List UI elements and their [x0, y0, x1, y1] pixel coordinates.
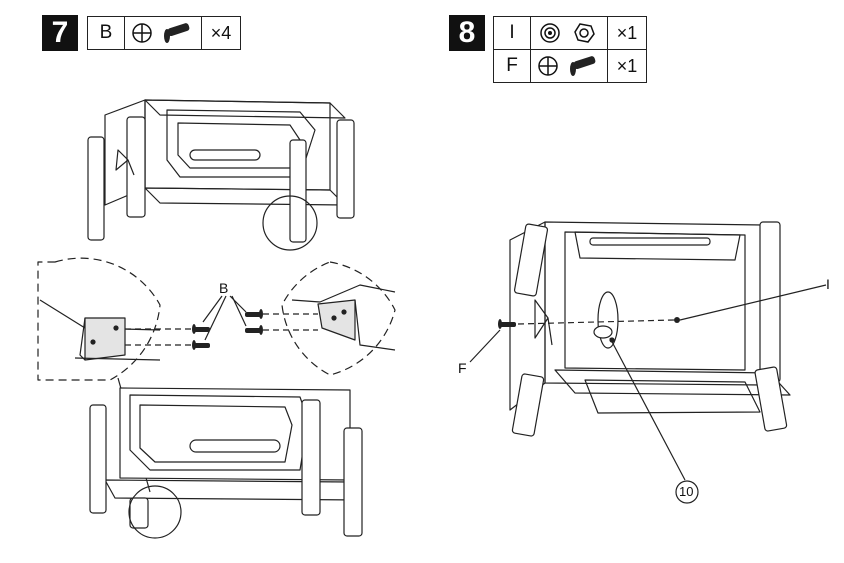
- washer-screwhead-icon: [132, 23, 152, 43]
- parts-row-f: F ×1: [493, 49, 647, 83]
- part-icons: [530, 16, 608, 50]
- bolt-icon: [164, 23, 190, 43]
- step-7-parts-table: B ×4: [87, 16, 241, 50]
- step-7-number: 7: [51, 16, 69, 49]
- bolt-guide-lines: [125, 313, 318, 346]
- step-8-parts-table: I ×1 F: [493, 16, 647, 83]
- detail-left-circle: [37, 257, 161, 381]
- step-8-badge: 8: [449, 15, 485, 51]
- step8-bolt-guide: [517, 319, 675, 325]
- part-qty: ×4: [201, 16, 241, 50]
- step8-bolt: [498, 317, 680, 329]
- washer-icon: [540, 23, 560, 43]
- parts-row-b: B ×4: [87, 16, 241, 50]
- part-10-callout-circle: [675, 480, 699, 504]
- part-qty: ×1: [607, 16, 647, 50]
- part-code: I: [493, 16, 531, 50]
- label-i-leader: [679, 284, 827, 321]
- part-icons: [124, 16, 202, 50]
- detail-right-circle: [281, 261, 396, 376]
- cart-frame-upper: [87, 99, 355, 251]
- label-part-10: 10: [679, 484, 694, 499]
- part-icons: [530, 49, 608, 83]
- bolt-icon: [570, 56, 596, 76]
- label-i: I: [826, 276, 830, 292]
- label-f: F: [458, 360, 467, 376]
- step-7-badge: 7: [42, 15, 78, 51]
- label-10-leader: [609, 337, 686, 481]
- part-qty: ×1: [607, 49, 647, 83]
- bolts-b: [192, 309, 263, 350]
- cart-frame-lower: [89, 387, 363, 539]
- part-code: B: [87, 16, 125, 50]
- step-8-number: 8: [458, 16, 476, 49]
- parts-row-i: I ×1: [493, 16, 647, 50]
- label-b-leaders: [202, 295, 247, 341]
- label-b: B: [219, 280, 229, 296]
- nut-icon: [574, 23, 595, 43]
- label-f-leader: [469, 329, 501, 363]
- cart-frame-step8: [509, 221, 791, 437]
- washer-screwhead-icon: [538, 56, 558, 76]
